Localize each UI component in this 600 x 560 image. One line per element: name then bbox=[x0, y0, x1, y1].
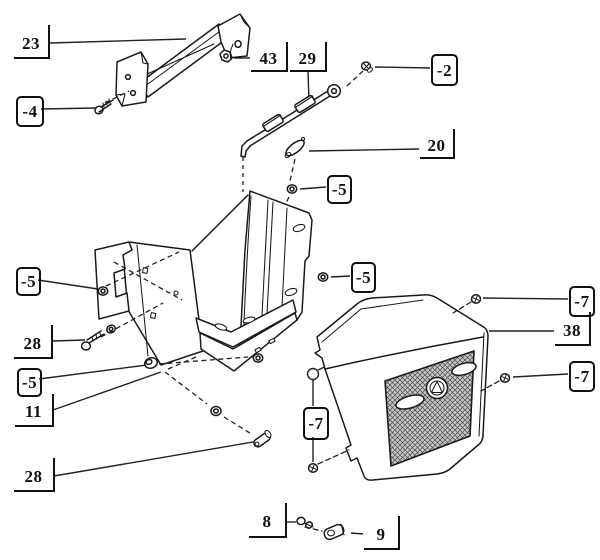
assembly-axis-lines-lower bbox=[100, 251, 254, 436]
callout-28-lower: 28 bbox=[14, 458, 56, 493]
callout-minus5-right: -5 bbox=[351, 262, 376, 293]
callout-minus7-right: -7 bbox=[569, 361, 595, 392]
cover-screws bbox=[307, 294, 511, 473]
callout-minus5-top: -5 bbox=[327, 175, 352, 204]
callout-20-text: 20 bbox=[427, 135, 446, 155]
screw-7-icon bbox=[470, 294, 482, 304]
callout-20: 20 bbox=[420, 129, 456, 160]
callout-28-lower-text: 28 bbox=[24, 466, 43, 486]
wire-clip-part bbox=[284, 136, 306, 159]
callout-minus5-top-text: -5 bbox=[331, 180, 348, 199]
callout-29: 29 bbox=[290, 42, 328, 73]
callout-43-text: 43 bbox=[259, 48, 278, 68]
grille-emblem bbox=[425, 376, 449, 400]
callout-23: 23 bbox=[14, 25, 51, 60]
screw-4-part bbox=[94, 98, 114, 115]
support-rod-part bbox=[240, 83, 342, 158]
nut-43-part bbox=[219, 49, 233, 63]
callout-38: 38 bbox=[555, 312, 592, 347]
callout-minus7-bottom: -7 bbox=[303, 407, 329, 440]
leader-lines bbox=[37, 38, 569, 535]
bottom-fasteners bbox=[296, 516, 345, 541]
callout-11: 11 bbox=[15, 394, 55, 428]
washer-cap-part bbox=[143, 356, 159, 370]
callout-minus5-left-lower: -5 bbox=[17, 368, 42, 397]
grille-cover-part bbox=[314, 294, 489, 481]
callout-29-text: 29 bbox=[298, 48, 317, 68]
callout-minus4: -4 bbox=[16, 96, 44, 127]
hole-marker-circle bbox=[306, 367, 320, 381]
u-channel-bracket-part bbox=[94, 190, 313, 372]
callout-9-text: 9 bbox=[376, 524, 386, 544]
flange-nut-icon bbox=[252, 353, 264, 363]
flange-nut-icon bbox=[97, 286, 109, 296]
callout-minus5-left-upper: -5 bbox=[16, 267, 41, 296]
callout-8-text: 8 bbox=[262, 512, 272, 531]
callout-minus7-bottom-text: -7 bbox=[308, 414, 324, 433]
callout-28-upper: 28 bbox=[14, 325, 54, 360]
callout-43: 43 bbox=[251, 42, 289, 73]
screw-7-icon bbox=[307, 463, 319, 473]
top-mounting-strap-part bbox=[115, 13, 251, 107]
callout-minus7-top: -7 bbox=[569, 286, 595, 317]
callout-23-text: 23 bbox=[22, 33, 40, 53]
assembly-axis-lines-upper bbox=[104, 70, 364, 208]
callout-minus7-right-text: -7 bbox=[574, 367, 590, 386]
callout-28-upper-text: 28 bbox=[23, 333, 42, 353]
callout-minus2: -2 bbox=[431, 54, 458, 86]
screw-7-icon bbox=[499, 373, 511, 383]
callout-minus4-text: -4 bbox=[22, 102, 38, 121]
bracket-fasteners bbox=[80, 184, 329, 448]
callout-8: 8 bbox=[249, 503, 288, 539]
callout-minus2-text: -2 bbox=[436, 60, 453, 80]
callout-9: 9 bbox=[364, 516, 401, 551]
flange-nut-icon bbox=[317, 272, 329, 282]
flange-nut-icon bbox=[286, 184, 298, 194]
callout-minus5-right-text: -5 bbox=[355, 268, 372, 287]
callout-minus5-left-upper-text: -5 bbox=[20, 272, 37, 291]
washer-11-part bbox=[210, 405, 222, 417]
clip-nut-9-part bbox=[323, 523, 345, 541]
clip-28-part bbox=[253, 429, 272, 448]
callout-38-text: 38 bbox=[563, 320, 581, 340]
callout-minus7-top-text: -7 bbox=[574, 292, 590, 311]
callout-minus5-left-lower-text: -5 bbox=[21, 373, 38, 392]
screw-8-part bbox=[296, 516, 314, 529]
callout-11-text: 11 bbox=[24, 402, 43, 421]
screw-2-part bbox=[360, 61, 373, 73]
bolt-28-part bbox=[80, 324, 116, 351]
